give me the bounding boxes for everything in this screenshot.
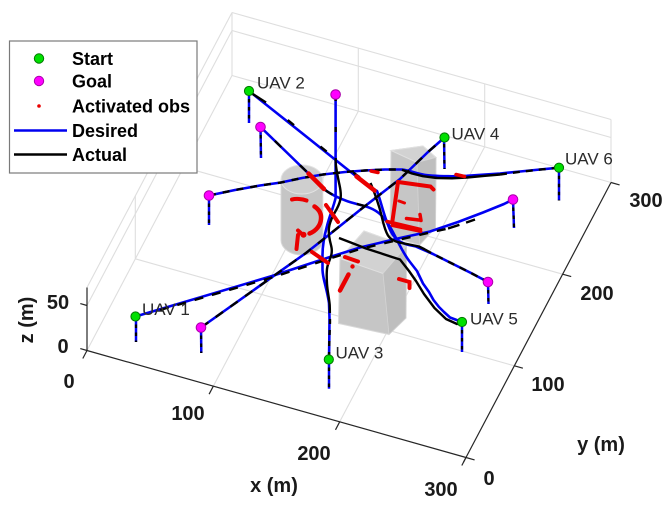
svg-text:0: 0 [57, 336, 68, 358]
svg-text:200: 200 [297, 443, 330, 465]
svg-text:z (m): z (m) [16, 297, 38, 344]
svg-text:UAV 5: UAV 5 [470, 310, 518, 329]
svg-text:UAV 4: UAV 4 [452, 125, 500, 144]
svg-text:50: 50 [47, 292, 69, 314]
svg-text:UAV 6: UAV 6 [565, 150, 613, 169]
svg-text:0: 0 [63, 371, 74, 393]
svg-text:UAV 2: UAV 2 [257, 74, 305, 93]
svg-text:200: 200 [580, 283, 613, 305]
svg-text:x (m): x (m) [250, 475, 298, 497]
svg-text:y (m): y (m) [577, 434, 625, 456]
svg-text:300: 300 [629, 190, 662, 212]
svg-text:300: 300 [424, 479, 457, 501]
svg-text:Desired: Desired [72, 121, 138, 141]
svg-text:Start: Start [72, 49, 113, 69]
svg-text:0: 0 [483, 468, 494, 490]
svg-text:UAV 3: UAV 3 [336, 344, 384, 363]
svg-text:UAV 1: UAV 1 [142, 300, 190, 319]
svg-text:100: 100 [531, 374, 564, 396]
svg-text:Actual: Actual [72, 145, 127, 165]
svg-text:Goal: Goal [72, 72, 112, 92]
svg-text:Activated obs: Activated obs [72, 97, 190, 117]
svg-text:100: 100 [171, 403, 204, 425]
